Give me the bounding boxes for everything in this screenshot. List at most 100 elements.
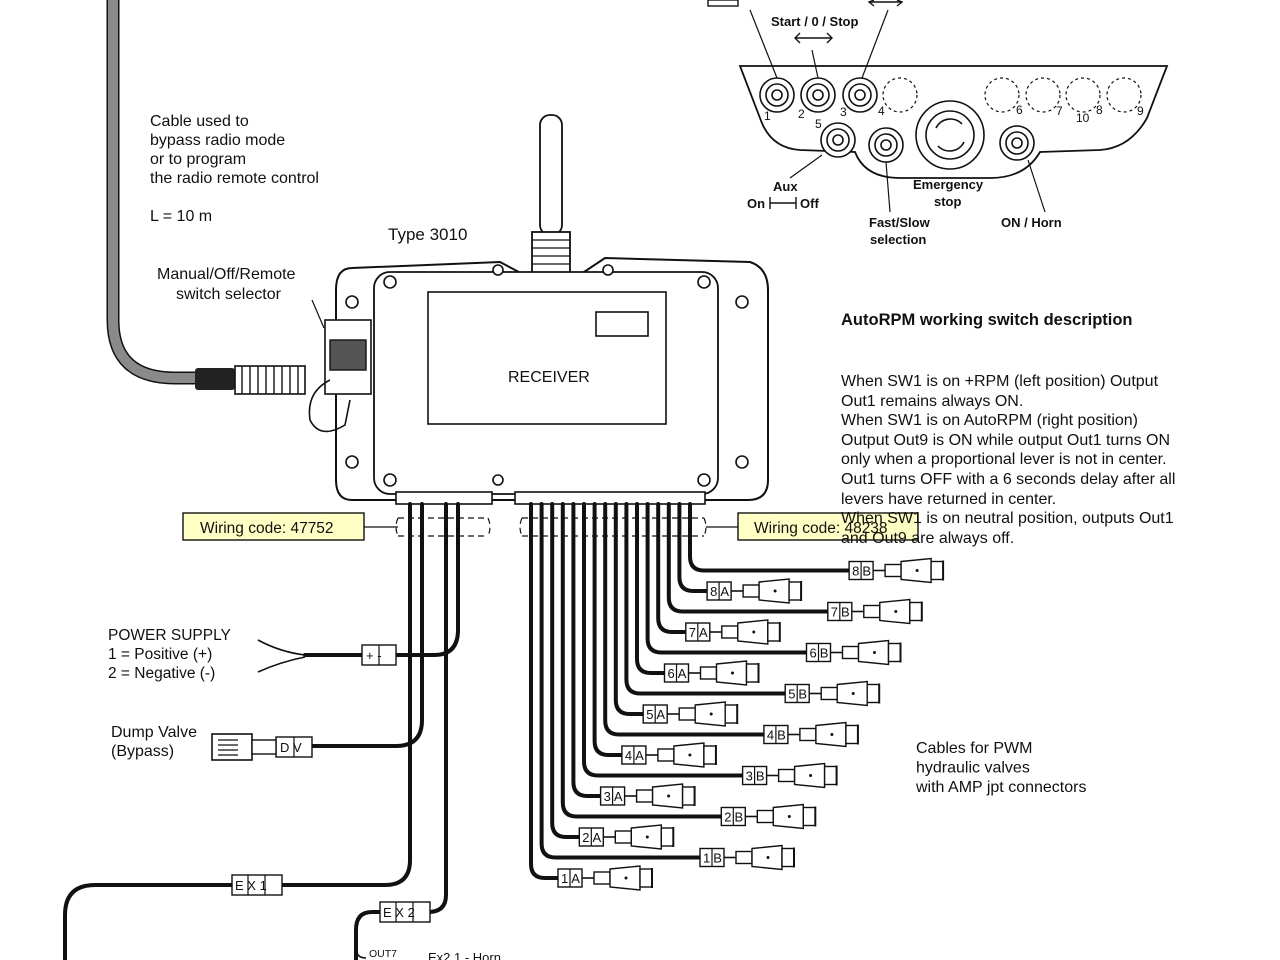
valve-tag-4b: 4B xyxy=(763,724,789,745)
valve-tag-label: 1A xyxy=(561,871,583,886)
valve-tag-6b: 6B xyxy=(805,642,832,663)
power-supply-line: POWER SUPPLY xyxy=(108,627,231,644)
valve-wire xyxy=(603,502,766,737)
valve-tag-6a: 6A xyxy=(663,663,690,683)
aux-on-label: On xyxy=(747,196,765,211)
autorpm-line: Output Out9 is ON while output Out1 turn… xyxy=(841,431,1171,449)
valve-wire xyxy=(635,502,667,675)
valve-wire xyxy=(645,502,809,655)
emergency-label: Emergency xyxy=(913,177,984,192)
valve-tag-3b: 3B xyxy=(741,765,768,786)
amp-connector xyxy=(884,557,945,584)
valve-tag-label: 4A xyxy=(625,748,647,763)
amp-connector xyxy=(635,783,696,809)
autorpm-line: Out1 remains always ON. xyxy=(841,392,1024,410)
svg-text:D V: D V xyxy=(280,740,302,755)
valve-tag-label: 5A xyxy=(646,707,668,722)
panel-number: 6 xyxy=(1016,103,1023,117)
valve-wire xyxy=(688,502,852,573)
valve-tag-8a: 8A xyxy=(706,581,732,601)
bypass-cable-label: Cable used to bypass radio mode or to prog… xyxy=(150,113,319,225)
valve-wire xyxy=(529,502,560,880)
on-horn-label: ON / Horn xyxy=(1001,215,1062,230)
valve-tag-label: 8B xyxy=(852,564,874,579)
amp-connector xyxy=(735,844,795,871)
valve-tag-label: 1B xyxy=(703,851,725,866)
amp-connector xyxy=(777,762,838,789)
panel-number: 3 xyxy=(840,105,847,119)
fast-slow-label-2: selection xyxy=(870,232,926,247)
valve-tag-label: 7A xyxy=(689,625,711,640)
valve-tag-4a: 4A xyxy=(621,745,647,765)
valve-tag-label: 3A xyxy=(604,789,626,804)
selector-leader xyxy=(311,299,325,329)
autorpm-lines: When SW1 is on +RPM (left position) Outp… xyxy=(841,372,1175,548)
receiver-label: RECEIVER xyxy=(508,369,590,386)
valve-tag-3a: 3A xyxy=(599,786,626,806)
power-supply-line: 2 = Negative (-) xyxy=(108,665,215,682)
amp-connector xyxy=(756,803,817,830)
svg-text:E X 1: E X 1 xyxy=(235,878,267,893)
panel-number: 5 xyxy=(815,117,822,131)
valve-wire xyxy=(624,502,788,696)
bypass-cable-line: Cable used to xyxy=(150,113,249,130)
valve-tag-label: 8A xyxy=(710,584,732,599)
valve-tag-5a: 5A xyxy=(642,704,668,724)
receiver-unit xyxy=(308,114,769,505)
panel-number: 8 xyxy=(1096,103,1103,117)
fast-slow-label: Fast/Slow xyxy=(869,215,931,230)
autorpm-line: Out1 turns OFF with a 6 seconds delay af… xyxy=(841,470,1176,488)
amp-connector xyxy=(799,721,859,748)
amp-connector xyxy=(699,660,760,686)
autorpm-title: AutoRPM working switch description xyxy=(841,311,1133,330)
bypass-cable-line: L = 10 m xyxy=(150,208,212,225)
autorpm-description: AutoRPM working switch description When … xyxy=(841,272,1175,568)
panel-number: 10 xyxy=(1076,111,1090,125)
wiring-code-right-box xyxy=(737,512,919,541)
svg-text:E X 2: E X 2 xyxy=(383,905,415,920)
valve-tag-label: 4B xyxy=(767,728,789,743)
bypass-cable-line: bypass radio mode xyxy=(150,132,285,149)
bypass-cable xyxy=(106,0,306,395)
valve-tag-label: 7B xyxy=(831,605,853,620)
valve-tag-5b: 5B xyxy=(784,683,810,704)
panel-number: 7 xyxy=(1056,104,1063,118)
valve-wire xyxy=(582,502,745,778)
valve-tag-7b: 7B xyxy=(827,601,853,622)
amp-connector xyxy=(614,824,675,850)
wiring-code-left-box xyxy=(182,512,365,541)
valve-tag-2a: 2A xyxy=(578,827,604,847)
aux-label: Aux xyxy=(773,179,798,194)
panel-number: 2 xyxy=(798,107,805,121)
autorpm-line: only when a proportional lever is not in… xyxy=(841,451,1167,469)
autorpm-line: and Out9 are always off. xyxy=(841,529,1015,547)
panel-number: 9 xyxy=(1137,104,1144,118)
valve-wire xyxy=(613,502,646,716)
dump-valve-tag: D V xyxy=(275,736,313,758)
bypass-cable-line: or to program xyxy=(150,151,246,168)
panel-number: 1 xyxy=(764,109,771,123)
ex1-tag: E X 1 xyxy=(231,874,283,896)
amp-connector xyxy=(863,598,923,625)
emergency-label-2: stop xyxy=(934,194,962,209)
amp-connector xyxy=(657,742,717,768)
dump-valve-line: (Bypass) xyxy=(111,743,174,760)
amp-connector xyxy=(721,619,781,645)
valve-wire xyxy=(666,502,830,614)
valve-cable-bundle: 1A 1B 2A 2B 3A 3B 4A 4B 5A 5B 6A 6B 7A 7B 8A 8B xyxy=(529,502,945,891)
autorpm-line: When SW1 is on neutral position, outputs… xyxy=(841,510,1174,528)
valve-tag-label: 2B xyxy=(724,810,746,825)
dump-valve-label: Dump Valve(Bypass) xyxy=(111,724,197,760)
valve-tag-label: 2A xyxy=(582,830,604,845)
start-stop-label: Start / 0 / Stop xyxy=(771,14,858,29)
valve-tag-label: 3B xyxy=(746,769,768,784)
valve-wire xyxy=(656,502,688,634)
receiver-type-label: Type 3010 xyxy=(388,225,467,244)
valve-tag-7a: 7A xyxy=(685,622,711,642)
selector-line: Manual/Off/Remote xyxy=(157,266,296,283)
